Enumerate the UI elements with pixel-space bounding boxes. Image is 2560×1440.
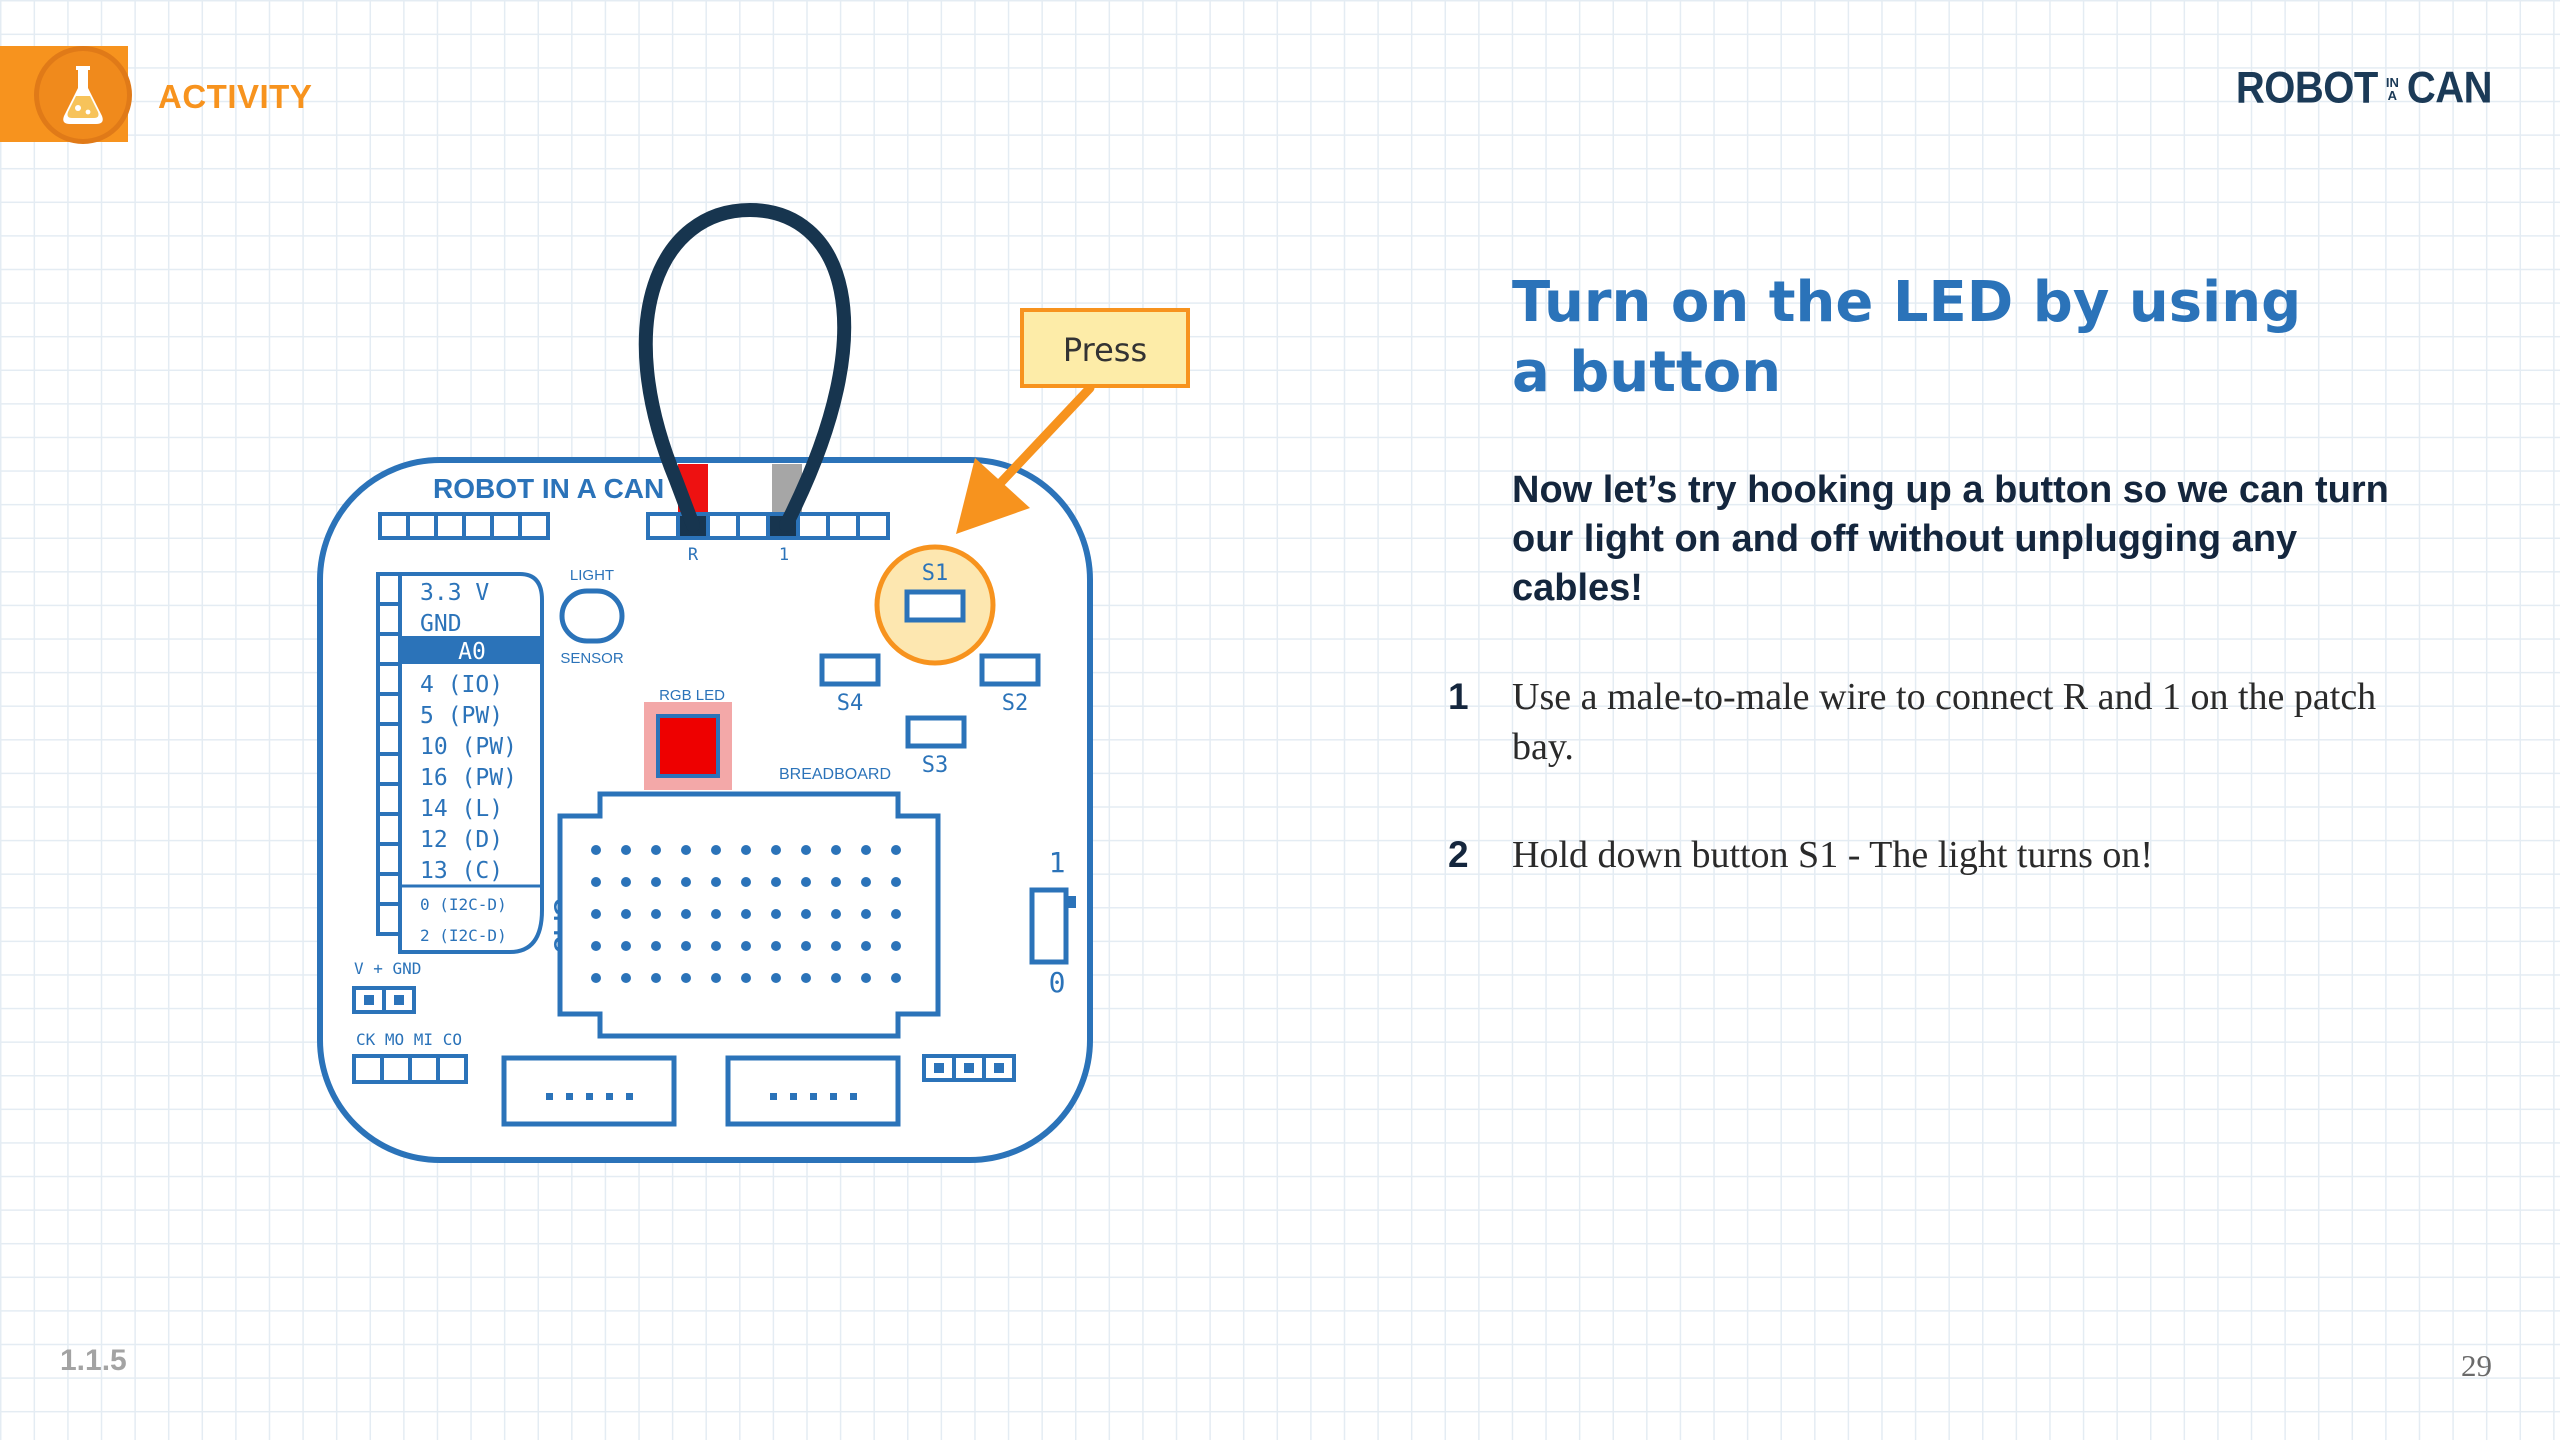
- gpio-pin-label: 13 (C): [420, 858, 503, 884]
- callout-label: Press: [1063, 331, 1147, 369]
- step-text: Use a male-to-male wire to connect R and…: [1512, 676, 2377, 768]
- connector-left: [501, 1055, 677, 1127]
- patch-label-1: 1: [779, 545, 789, 565]
- button-s4: [819, 653, 881, 687]
- step-item: 2 Hold down button S1 - The light turns …: [1448, 830, 2408, 880]
- brand-logo: ROBOT IN A CAN: [2235, 63, 2493, 113]
- gpio-pin-label: 0 (I2C-D): [420, 895, 507, 914]
- power-header: [352, 986, 416, 1014]
- step-text: Hold down button S1 - The light turns on…: [1512, 834, 2154, 876]
- page-title-line-2: a button: [1512, 340, 1782, 405]
- three-pin-header-dots: [934, 1063, 1004, 1073]
- patch-bay: [646, 512, 890, 540]
- gpio-pin-label: 10 (PW): [420, 734, 517, 760]
- connector-left-pins: [546, 1093, 633, 1100]
- power-header-dots: [364, 995, 404, 1005]
- gpio-pin-label: 14 (L): [420, 796, 503, 822]
- callout-box: [1020, 308, 1190, 388]
- brand-mini-bottom: A: [2387, 87, 2398, 103]
- switch-label-top: 1: [1049, 846, 1066, 879]
- rgb-led-label: RGB LED: [659, 687, 725, 704]
- spi-header: [352, 1054, 468, 1084]
- brand-word-robot: ROBOT: [2235, 63, 2378, 113]
- breadboard-label: BREADBOARD: [779, 766, 891, 783]
- button-s2: [979, 653, 1041, 687]
- power-label: V + GND: [354, 959, 421, 978]
- intro-text: Now let’s try hooking up a button so we …: [1512, 469, 2389, 609]
- brand-mini: IN A: [2386, 76, 2399, 102]
- switch-label-bottom: 0: [1049, 966, 1066, 999]
- gpio-pin-label: 3.3 V: [420, 580, 489, 606]
- section-number: 1.1.5: [60, 1344, 127, 1377]
- header-row-left: [378, 512, 550, 540]
- light-sensor-label-top: LIGHT: [570, 567, 614, 584]
- gpio-pin-label: 2 (I2C-D): [420, 926, 507, 945]
- button-s2-label: S2: [1002, 691, 1029, 716]
- gpio-pin-label: GND: [420, 611, 462, 637]
- button-s1-label: S1: [922, 561, 949, 586]
- page-number: 29: [2461, 1348, 2492, 1383]
- gpio-pin-label: 12 (D): [420, 827, 503, 853]
- gpio-pin-label: 16 (PW): [420, 765, 517, 791]
- page-title: Turn on the LED by using a button: [1512, 268, 2412, 408]
- section-label: ACTIVITY: [158, 78, 313, 115]
- breadboard-holes: [591, 845, 901, 983]
- brand-word-can: CAN: [2406, 63, 2493, 113]
- spi-label: CK MO MI CO: [356, 1030, 462, 1049]
- light-sensor-label-bottom: SENSOR: [560, 650, 624, 667]
- power-switch-knob: [1064, 896, 1076, 908]
- brand-mini-top: IN: [2385, 74, 2399, 90]
- power-switch: [1029, 887, 1069, 965]
- three-pin-header: [922, 1054, 1016, 1082]
- connector-right-pins: [770, 1093, 857, 1100]
- button-s1: [904, 589, 966, 623]
- page-title-line-1: Turn on the LED by using: [1512, 270, 2302, 335]
- button-s3-label: S3: [922, 753, 949, 778]
- step-item: 1 Use a male-to-male wire to connect R a…: [1448, 672, 2408, 772]
- flask-icon: [34, 46, 132, 144]
- gpio-pin-label: 5 (PW): [420, 703, 503, 729]
- gpio-pin-column: [376, 572, 402, 936]
- gpio-pin-label: 4 (IO): [420, 672, 503, 698]
- gpio-pin-label-highlighted: A0: [458, 639, 486, 665]
- steps-list: 1 Use a male-to-male wire to connect R a…: [1448, 672, 2408, 938]
- step-number: 2: [1448, 834, 1469, 875]
- light-sensor: [559, 588, 625, 644]
- patch-label-r: R: [688, 545, 699, 565]
- jumper-wire: [638, 202, 852, 532]
- step-number: 1: [1448, 676, 1469, 717]
- board-title: ROBOT IN A CAN: [433, 473, 664, 504]
- button-s4-label: S4: [837, 691, 864, 716]
- callout-arrowhead: [956, 458, 1030, 534]
- button-s3: [905, 715, 967, 749]
- gpio-label-frame: [398, 572, 544, 954]
- connector-right: [725, 1055, 901, 1127]
- gpio-highlight: [402, 636, 542, 664]
- rgb-led: [656, 714, 720, 778]
- board-diagram: ROBOT IN A CAN R 1 Press: [317, 202, 1190, 1163]
